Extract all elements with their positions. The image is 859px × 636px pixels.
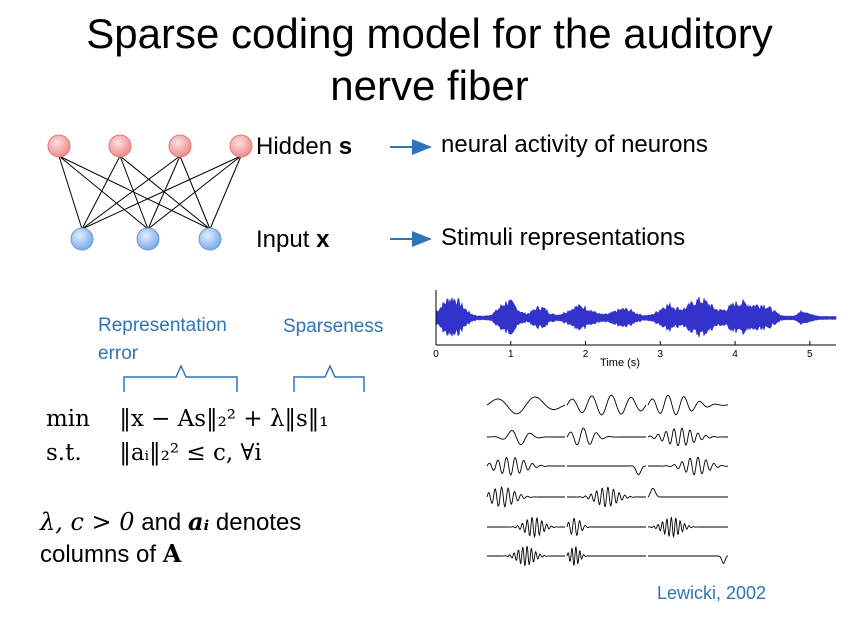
hidden-label: Hidden s [256,133,352,161]
hidden-label-text: Hidden [256,133,333,160]
waveform-trace [435,296,837,338]
input-description: Stimuli representations [441,224,686,251]
input-symbol: x [316,226,330,253]
sparseness-brace [293,364,365,392]
waveform-tick-label-0: 0 [433,349,439,360]
basis-function-r1-c1 [486,396,566,415]
basis-function-r4-c2 [567,486,646,508]
title-line-1: Sparse coding model for the auditory [86,10,773,57]
basis-function-r6-c3 [648,555,729,565]
slide-title: Sparse coding model for the auditory ner… [0,8,859,112]
basis-function-r1-c3 [647,394,728,416]
waveform-tick-label-2: 2 [583,349,589,360]
edge-h0-x1 [58,155,149,230]
citation: Lewicki, 2002 [657,583,767,603]
min-label: min [46,406,90,432]
basis-function-r2-c1 [487,430,565,446]
hidden-node-4 [229,134,253,158]
input-node-3 [198,227,222,251]
title-line-2: nerve fiber [330,62,529,109]
note-ai: aᵢ [187,507,210,536]
edge-h2-x2 [179,155,211,230]
objective-row: min ‖x − As‖₂² + λ‖s‖₁ [46,402,329,436]
basis-function-r6-c2 [566,546,646,566]
edge-h1-x0 [81,155,121,230]
edge-h0-x2 [58,155,211,230]
representation-error-brace [123,364,238,392]
constraint-row: s.t. ‖aᵢ‖₂² ≤ c, ∀i [46,436,262,470]
note-line-2: columns of A [40,538,181,571]
objective-expression: ‖x − As‖₂² + λ‖s‖₁ [119,406,329,432]
basis-function-rows [486,394,729,566]
edge-h3-x1 [147,155,242,230]
network-nodes [47,134,253,251]
basis-function-r5-c3 [647,517,728,539]
constraint-expression: ‖aᵢ‖₂² ≤ c, ∀i [119,440,262,466]
note-columns-of: columns of [40,541,163,568]
edge-h2-x0 [81,155,181,230]
hidden-symbol: s [338,133,353,160]
basis-function-r2-c2 [566,427,646,446]
hidden-description: neural activity of neurons [441,131,708,158]
representation-error-label: Representation error [98,312,227,368]
note-lambda-c: λ, c > 0 [40,508,135,536]
input-node-1 [70,227,94,251]
representation-error-line-1: Representation [98,315,227,336]
hidden-node-3 [168,134,192,158]
edge-h1-x1 [119,155,149,230]
edge-h3-x2 [209,155,242,230]
basis-function-r5-c1 [487,516,565,539]
basis-function-r4-c1 [486,486,565,509]
waveform-tick-label-3: 3 [658,349,664,360]
input-label: Input x [256,226,329,254]
waveform-tick-label-1: 1 [508,349,514,360]
waveform-ticks: 0 1 2 3 4 5 [433,341,813,360]
basis-function-r1-c2 [566,394,647,416]
basis-function-r3-c1 [486,456,565,476]
basis-function-r4-c3 [647,487,728,498]
note-matrix-a: A [162,539,182,568]
hidden-node-2 [108,134,132,158]
waveform-tick-label-5: 5 [807,349,813,360]
waveform-tick-label-4: 4 [732,349,738,360]
sparseness-label: Sparseness [283,316,384,337]
st-label: s.t. [46,440,82,466]
input-node-2 [136,227,160,251]
edge-h1-x2 [119,155,211,230]
note-denotes: denotes [209,509,302,536]
representation-error-line-2: error [98,343,139,364]
note-and: and [134,509,188,536]
basis-function-r5-c2 [566,517,646,536]
network-edges [58,155,242,230]
hidden-node-1 [47,134,71,158]
waveform-x-label: Time (s) [600,357,640,369]
basis-function-r2-c3 [647,427,728,447]
basis-function-r3-c3 [648,456,729,476]
basis-function-r6-c1 [487,546,565,566]
note-line-1: λ, c > 0 and aᵢ denotes [40,506,301,539]
edge-h0-x0 [58,155,83,230]
input-label-text: Input [256,226,310,253]
edge-h2-x1 [147,155,181,230]
basis-function-r3-c2 [567,465,646,476]
edge-h3-x0 [81,155,242,230]
